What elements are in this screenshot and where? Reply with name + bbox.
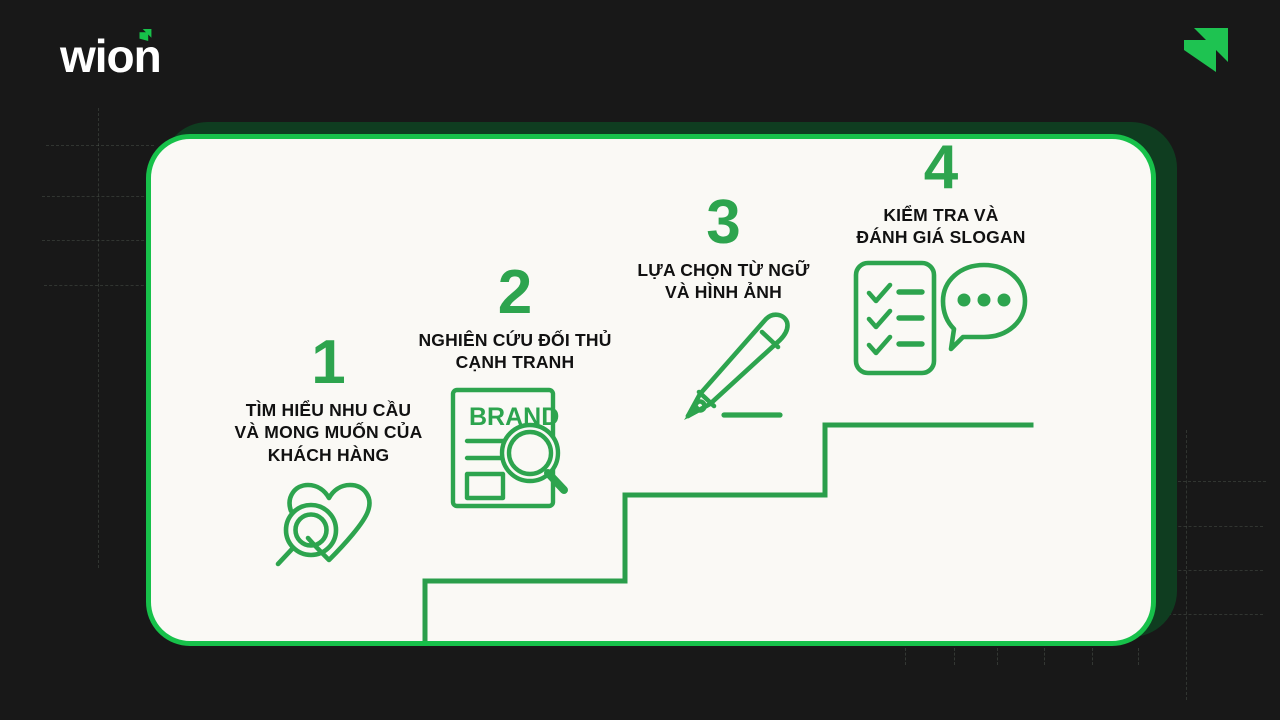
brandmark-arrow-icon — [1180, 26, 1232, 87]
step-2-number: 2 — [497, 258, 533, 327]
logo-wordmark: wion — [60, 30, 162, 82]
step-1-number: 1 — [311, 328, 346, 397]
step-1: 1 TÌM HIỂU NHU CẦU VÀ MONG MUỐN CỦA KHÁC… — [211, 328, 446, 582]
arrow-up-right-icon — [134, 24, 156, 51]
brand-document-magnifier-icon: BRAND — [447, 384, 583, 516]
content-card: 1 TÌM HIỂU NHU CẦU VÀ MONG MUỐN CỦA KHÁC… — [146, 134, 1156, 646]
step-4: 4 KIỂM TRA VÀ ĐÁNH GIÁ SLOGAN — [811, 139, 1071, 379]
step-1-label: TÌM HIỂU NHU CẦU VÀ MONG MUỐN CỦA KHÁCH … — [234, 399, 423, 465]
fountain-pen-icon — [654, 310, 794, 436]
heart-magnifier-icon — [268, 478, 390, 582]
step-3-number: 3 — [706, 188, 741, 257]
staircase-path — [422, 422, 1034, 641]
logo[interactable]: wion — [60, 28, 162, 84]
brand-icon-text: BRAND — [469, 403, 559, 431]
step-4-number: 4 — [923, 134, 959, 202]
checklist-speech-bubble-icon — [851, 257, 1031, 379]
step-4-label: KIỂM TRA VÀ ĐÁNH GIÁ SLOGAN — [856, 204, 1026, 248]
step-2: 2 NGHIÊN CỨU ĐỐI THỦ CẠNH TRANH — [389, 258, 641, 516]
step-2-label: NGHIÊN CỨU ĐỐI THỦ CẠNH TRANH — [418, 329, 612, 373]
step-3-label: LỰA CHỌN TỪ NGỮ VÀ HÌNH ẢNH — [637, 259, 810, 303]
step-3: 3 LỰA CHỌN TỪ NGỮ VÀ HÌNH ẢNH — [601, 188, 846, 436]
